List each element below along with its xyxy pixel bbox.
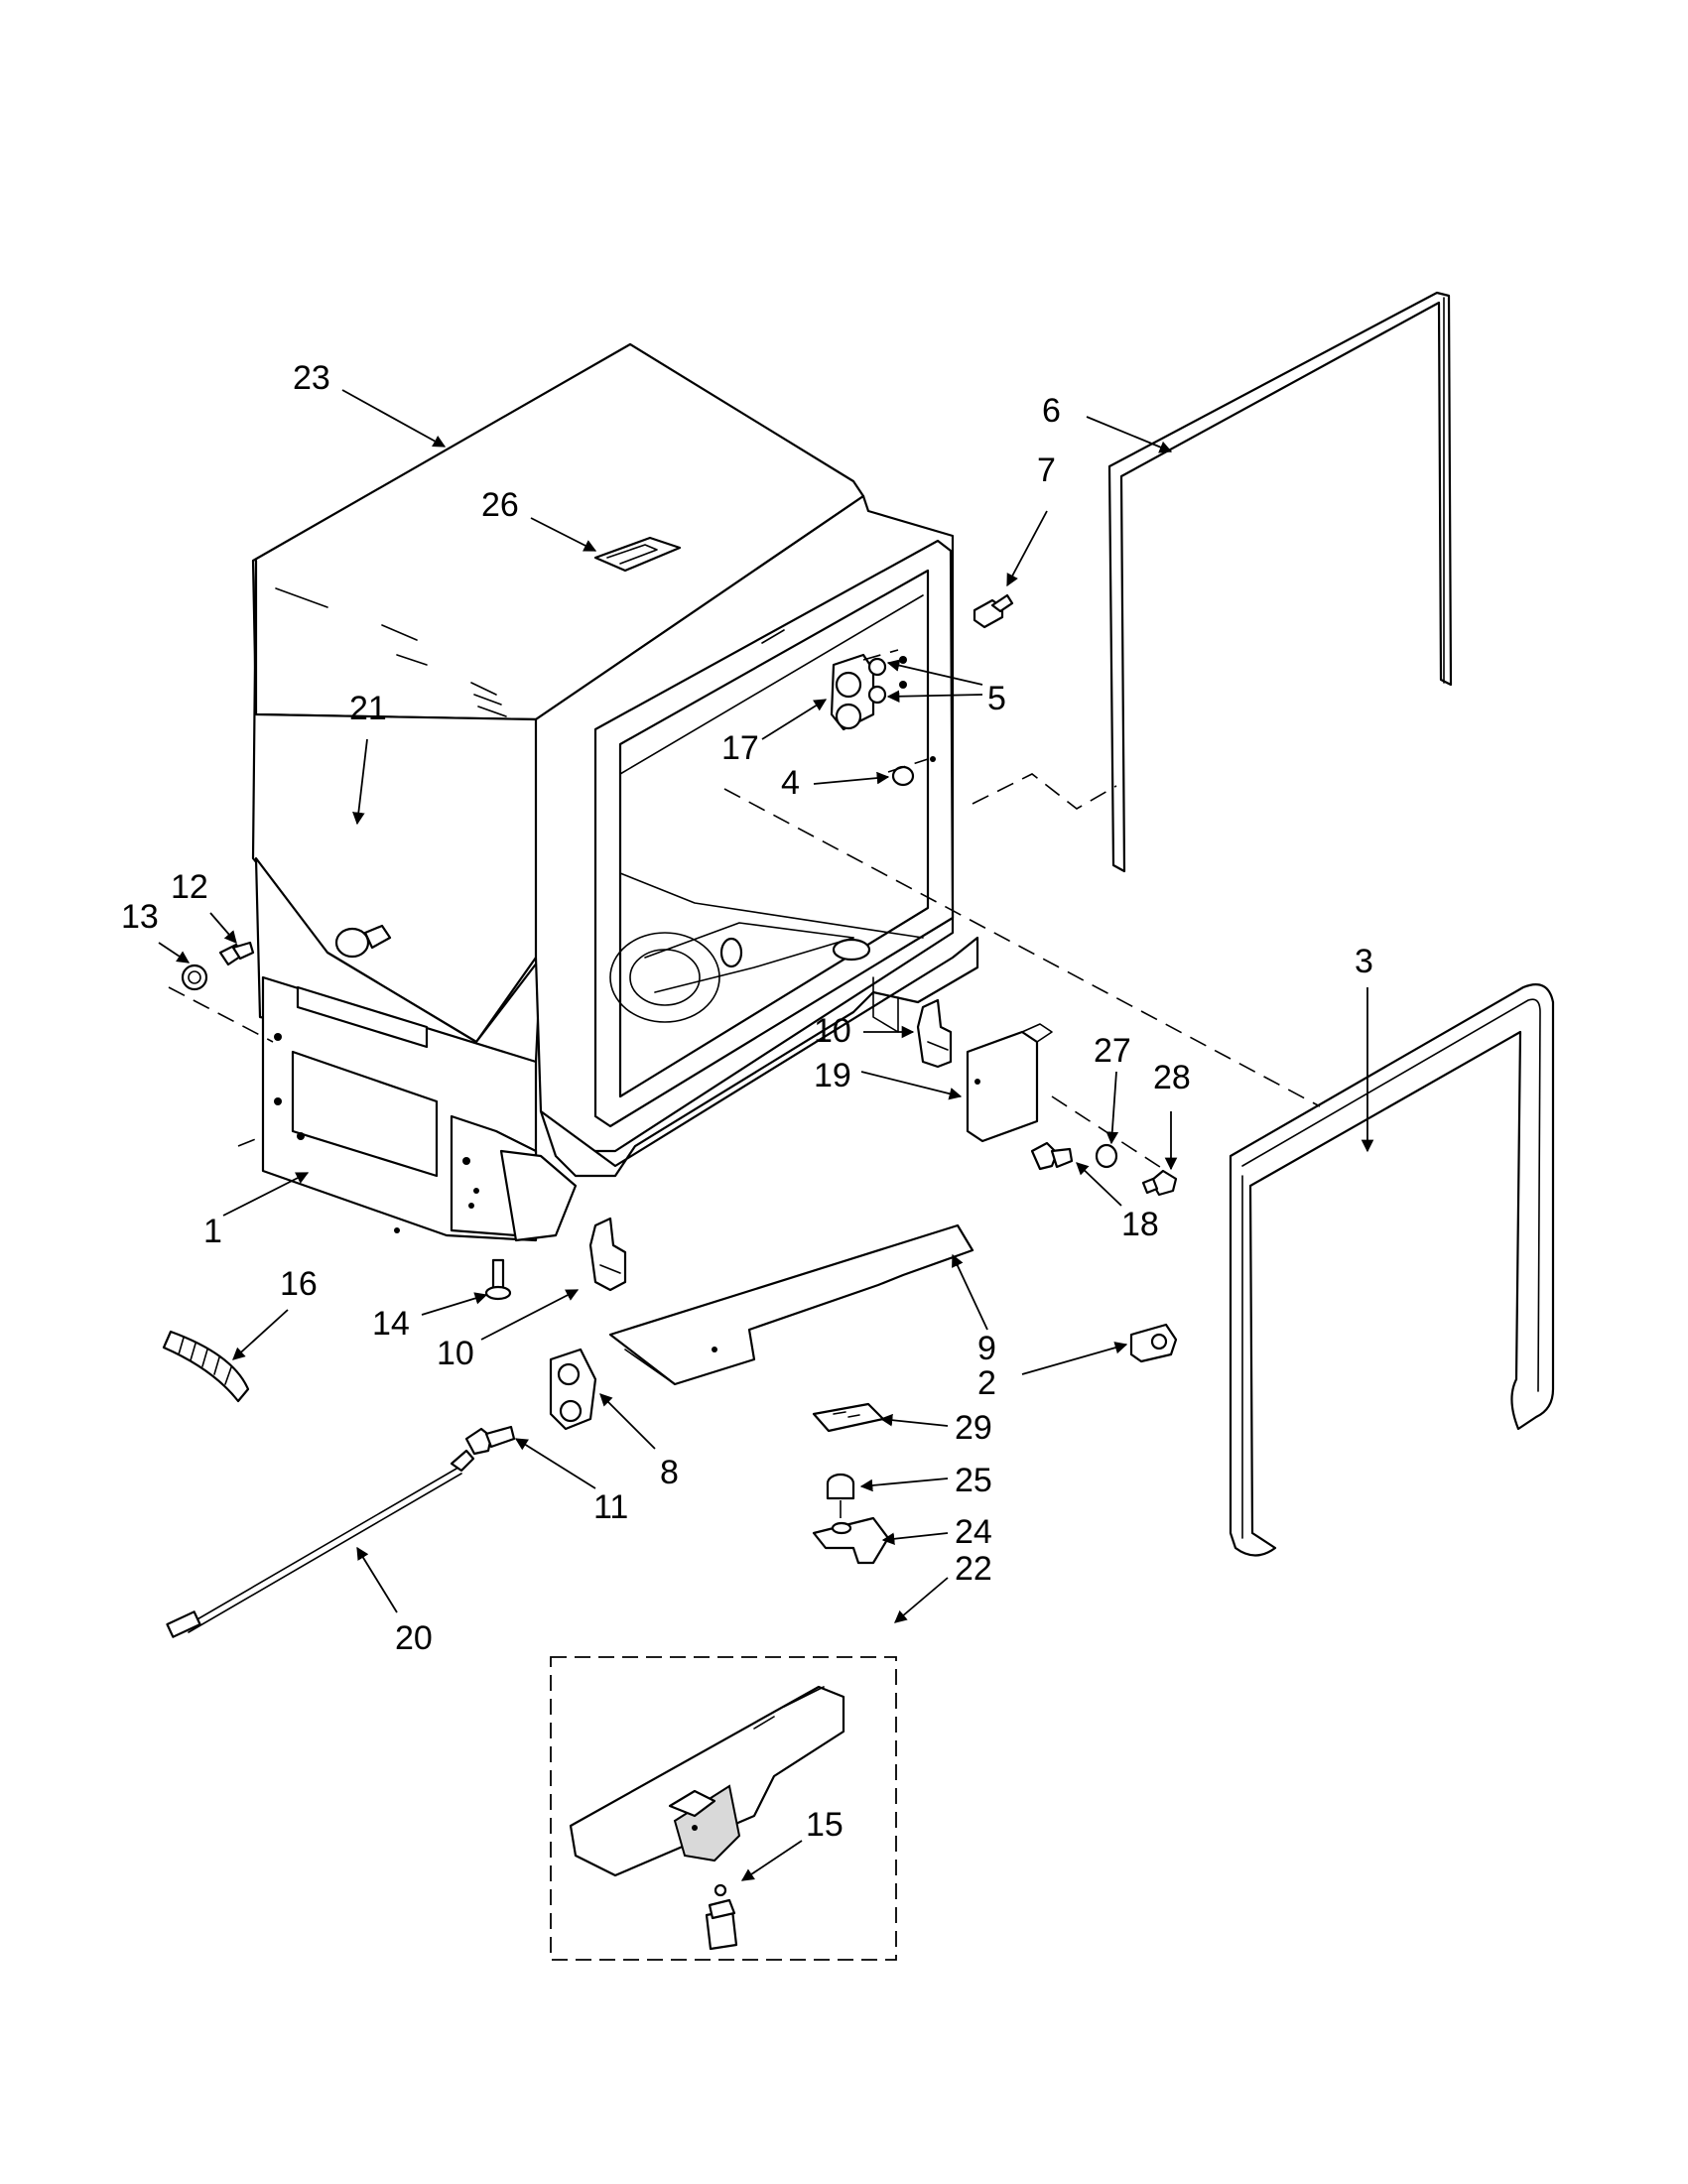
callout-5: 5	[987, 680, 1006, 717]
callout-18: 18	[1121, 1206, 1159, 1243]
base-frame	[261, 975, 578, 1242]
callout-19: 19	[814, 1057, 851, 1094]
callout-4: 4	[781, 764, 800, 802]
leader-arrows	[158, 389, 1374, 1881]
callout-8: 8	[660, 1454, 679, 1491]
callout-10b: 10	[437, 1335, 474, 1372]
callout-14: 14	[372, 1305, 410, 1343]
callout-22: 22	[955, 1550, 992, 1588]
callout-21: 21	[349, 690, 387, 727]
callout-28: 28	[1153, 1059, 1191, 1096]
callout-25: 25	[955, 1462, 992, 1499]
callout-20: 20	[395, 1619, 433, 1657]
dispenser-kit	[550, 1656, 897, 1961]
callout-16: 16	[280, 1265, 318, 1303]
callout-3: 3	[1355, 943, 1373, 980]
callout-29: 29	[955, 1409, 992, 1447]
lower-gasket	[1229, 983, 1555, 1557]
callout-26: 26	[481, 486, 519, 524]
callout-11: 11	[593, 1488, 628, 1526]
callout-24: 24	[955, 1513, 992, 1551]
callout-1: 1	[203, 1213, 222, 1250]
callout-27: 27	[1094, 1032, 1131, 1070]
callout-10: 10	[814, 1012, 851, 1050]
callout-7: 7	[1037, 451, 1056, 489]
callout-15: 15	[806, 1806, 844, 1844]
callout-6: 6	[1042, 392, 1061, 430]
callout-13: 13	[121, 898, 159, 936]
callout-9: 9	[977, 1330, 996, 1367]
callout-23: 23	[293, 359, 330, 397]
callout-2: 2	[977, 1364, 996, 1402]
front-seal	[1107, 291, 1453, 873]
hardware-parts	[162, 593, 1178, 1638]
callout-12: 12	[171, 868, 208, 906]
callout-17: 17	[721, 729, 759, 767]
callout-labels: 23 26 6 7 21 5 17 4 12 13 3 27 28 10 19 …	[121, 359, 1373, 1844]
